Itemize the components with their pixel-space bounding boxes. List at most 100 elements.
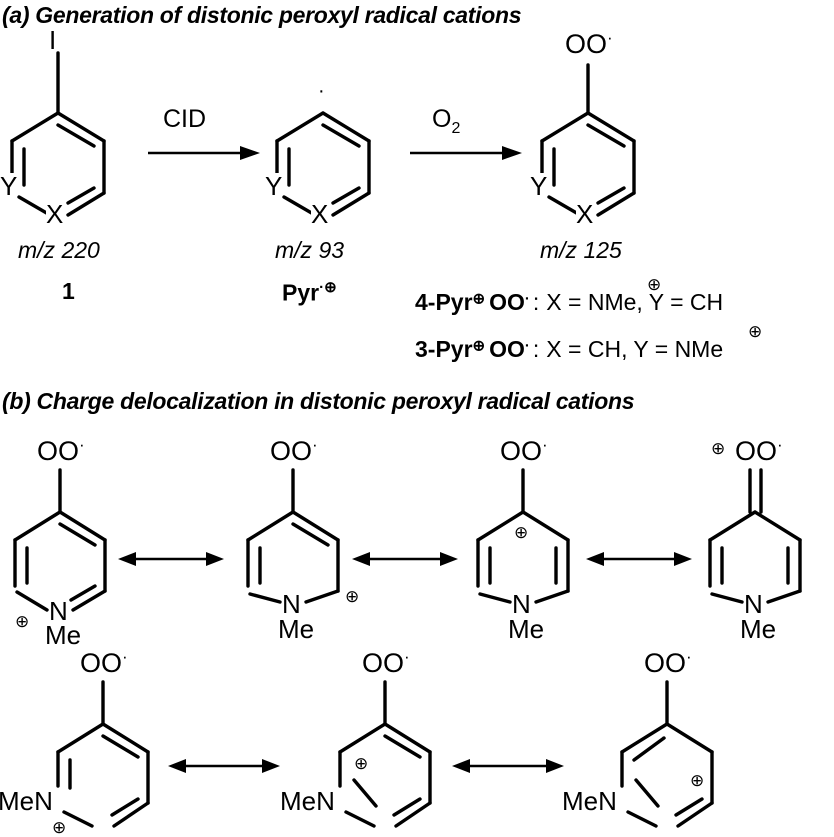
methylnitrogen-label: MeN — [280, 786, 335, 816]
peroxyl-oo-text: OO — [644, 648, 687, 678]
peroxyl-oo-text: OO — [80, 648, 123, 678]
resonance-arrow-1 — [118, 548, 224, 570]
species-2-mz: m/z 93 — [275, 237, 345, 263]
structure-3: OO· Y X — [530, 29, 660, 235]
positive-charge-icon: ⊕ — [15, 612, 30, 631]
resonance-structure-7: OO· MeN ⊕ — [562, 648, 742, 834]
peroxyl-oo-text: OO — [270, 436, 313, 466]
methyl-label: Me — [740, 614, 777, 644]
radical-dot-icon: · — [122, 647, 128, 666]
reagent-o2-symbol: O — [432, 105, 452, 133]
resonance-arrow-3 — [586, 548, 692, 570]
legend-3pyr-nme-charge-icon: ⊕ — [748, 322, 763, 341]
methyl-label: Me — [508, 614, 545, 644]
radical-dot-icon: · — [312, 435, 318, 454]
peroxyl-group-label: OO· — [80, 648, 128, 677]
resonance-structure-1: OO· N Me ⊕ — [5, 436, 135, 648]
legend-4pyr-nme-charge-icon: ⊕ — [647, 275, 662, 294]
species-2-name-text: Pyr — [282, 279, 320, 306]
legend-3pyr-charge: ⊕ — [472, 337, 486, 355]
peroxyl-group-label: OO· — [362, 648, 410, 677]
legend-4pyr-charge: ⊕ — [472, 290, 486, 308]
resonance-5-skeleton — [56, 680, 150, 828]
species-1-mz: m/z 220 — [18, 237, 100, 263]
nitrogen-label: N — [744, 589, 763, 619]
peroxyl-oo-text: OO — [37, 436, 80, 466]
legend-4pyr-colon: : — [532, 289, 540, 315]
legend-3pyr-name: 3-Pyr — [415, 336, 473, 362]
resonance-3-skeleton — [476, 468, 570, 604]
legend-4pyr-definition: X = NMe, Y = CH — [546, 289, 724, 315]
radical-dot-icon: · — [607, 28, 613, 47]
structure-1-skeleton — [10, 51, 106, 217]
peroxyl-oo-text: OO — [500, 436, 543, 466]
reaction-arrow-2 — [410, 143, 522, 163]
peroxyl-group-label: OO· — [500, 436, 548, 465]
resonance-structure-3: OO· N Me ⊕ — [468, 436, 598, 642]
nitrogen-label: N — [512, 589, 531, 619]
nitrogen-label: N — [282, 589, 301, 619]
panel-a-caption: (a) Generation of distonic peroxyl radic… — [2, 2, 522, 28]
peroxyl-group-label: OO· — [565, 29, 613, 58]
radical-dot-icon: · — [542, 435, 548, 454]
legend-4pyr-name: 4-Pyr — [415, 289, 473, 315]
peroxyl-group-label: OO· — [735, 436, 783, 465]
peroxyl-group-label: OO· — [37, 436, 85, 465]
resonance-arrow-2 — [352, 548, 458, 570]
ring-atom-X-label: X — [576, 199, 594, 229]
ring-atom-X-label: X — [311, 199, 329, 229]
resonance-arrow-4 — [168, 755, 280, 777]
structure-2-skeleton — [275, 111, 371, 217]
peroxyl-group-label: OO· — [270, 436, 318, 465]
resonance-arrow-5 — [452, 755, 564, 777]
methyl-label: Me — [278, 614, 315, 644]
resonance-2-skeleton — [246, 468, 340, 604]
peroxyl-oo-text: OO — [735, 436, 778, 466]
radical-dot-icon: · — [318, 80, 325, 102]
species-1-name: 1 — [62, 278, 75, 304]
panel-b-caption: (b) Charge delocalization in distonic pe… — [2, 388, 635, 414]
legend-3pyr-definition: X = CH, Y = NMe — [546, 336, 724, 362]
ring-atom-Y-label: Y — [530, 171, 548, 201]
methylnitrogen-label: MeN — [562, 786, 617, 816]
radical-dot-icon: · — [777, 435, 783, 454]
reagent-cid-label: CID — [163, 105, 207, 133]
species-2-name: Pyr·⊕ — [282, 278, 337, 307]
resonance-structure-4: OO· ⊕ N Me — [700, 436, 830, 642]
peroxyl-oo-text: OO — [362, 648, 405, 678]
structure-1: I Y X — [0, 27, 130, 235]
legend-3pyr-group: OO — [489, 336, 525, 362]
legend-line-4pyr: 4-Pyr⊕OO·:X = NMe, Y = CH — [415, 289, 723, 316]
positive-charge-icon: ⊕ — [711, 439, 726, 458]
legend-4pyr-group: OO — [489, 289, 525, 315]
legend-4pyr-radical: · — [524, 290, 530, 308]
peroxyl-oo-text: OO — [565, 29, 608, 59]
substituent-iodine-label: I — [49, 25, 57, 55]
nitrogen-label: N — [49, 596, 68, 626]
reagent-o2-subscript: 2 — [451, 120, 461, 137]
ring-atom-Y-label: Y — [0, 171, 18, 201]
resonance-6-skeleton — [338, 680, 432, 828]
ring-atom-Y-label: Y — [265, 171, 283, 201]
positive-charge-icon: ⊕ — [514, 523, 529, 542]
radical-dot-icon: · — [404, 647, 410, 666]
structure-2: · Y X — [265, 45, 395, 235]
species-3-mz: m/z 125 — [540, 237, 622, 263]
structure-3-skeleton — [540, 63, 636, 217]
radical-dot-icon: · — [686, 647, 692, 666]
methyl-label: Me — [45, 620, 82, 650]
resonance-4-skeleton — [708, 468, 802, 604]
legend-line-3pyr: 3-Pyr⊕OO·:X = CH, Y = NMe — [415, 336, 723, 363]
resonance-structure-2: OO· N Me ⊕ — [238, 436, 368, 642]
reaction-arrow-1 — [148, 143, 260, 163]
positive-charge-icon: ⊕ — [690, 771, 705, 790]
resonance-1-skeleton — [13, 468, 107, 612]
radical-dot-icon: · — [79, 435, 85, 454]
positive-charge-icon: ⊕ — [354, 754, 369, 773]
legend-3pyr-colon: : — [532, 336, 540, 362]
reagent-o2-label: O2 — [432, 105, 460, 138]
positive-charge-icon: ⊕ — [52, 818, 67, 837]
peroxyl-group-label: OO· — [644, 648, 692, 677]
species-2-name-charge: ·⊕ — [319, 279, 337, 296]
